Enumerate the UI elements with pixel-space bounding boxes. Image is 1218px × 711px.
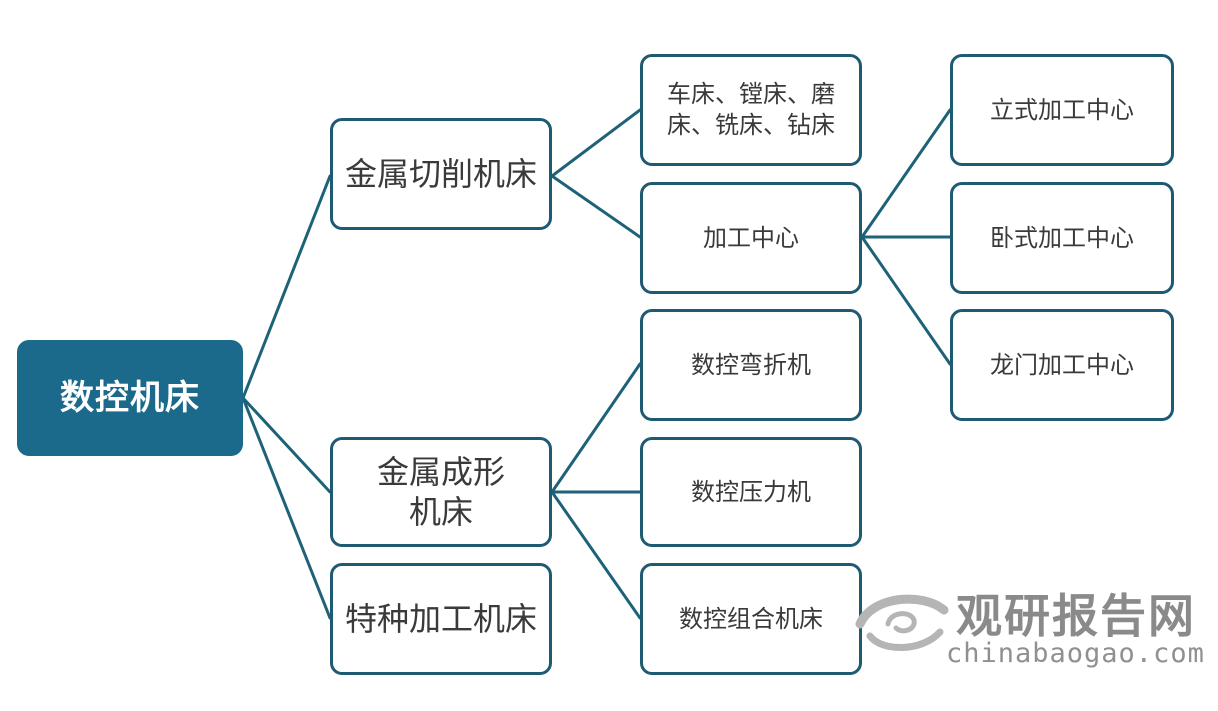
connector-root-cutting bbox=[241, 174, 332, 400]
node-gantry-center: 龙门加工中心 bbox=[950, 309, 1174, 421]
node-lathes-etc-label: 车床、镗床、磨床、铣床、钻床 bbox=[667, 79, 835, 139]
node-metal-cutting-label: 金属切削机床 bbox=[344, 155, 537, 193]
node-cnc-press: 数控压力机 bbox=[640, 437, 862, 547]
node-special-machining-label: 特种加工机床 bbox=[344, 600, 537, 638]
node-horizontal-center-label: 卧式加工中心 bbox=[990, 224, 1134, 252]
node-vertical-center-label: 立式加工中心 bbox=[990, 96, 1134, 124]
node-metal-cutting: 金属切削机床 bbox=[330, 118, 552, 230]
node-gantry-center-label: 龙门加工中心 bbox=[990, 351, 1134, 379]
swirl-logo-icon bbox=[855, 594, 949, 651]
node-cnc-combined: 数控组合机床 bbox=[640, 563, 862, 675]
connector-forming-bending bbox=[550, 362, 642, 494]
node-metal-forming: 金属成形机床 bbox=[330, 437, 552, 547]
watermark-name: 观研报告网 bbox=[956, 589, 1196, 643]
node-vertical-center: 立式加工中心 bbox=[950, 54, 1174, 166]
node-root: 数控机床 bbox=[17, 340, 243, 456]
node-horizontal-center: 卧式加工中心 bbox=[950, 182, 1174, 294]
node-cnc-bending-label: 数控弯折机 bbox=[691, 351, 811, 379]
node-special-machining: 特种加工机床 bbox=[330, 563, 552, 675]
connector-center-gantry bbox=[860, 235, 952, 366]
node-cnc-press-label: 数控压力机 bbox=[691, 478, 811, 506]
watermark: 观研报告网 chinabaogao.com bbox=[852, 578, 1212, 678]
connector-forming-combined bbox=[550, 490, 642, 620]
connector-root-forming bbox=[241, 396, 332, 494]
node-metal-forming-label: 金属成形机床 bbox=[376, 453, 505, 531]
watermark-url: chinabaogao.com bbox=[946, 638, 1205, 669]
connector-cutting-center bbox=[550, 174, 642, 239]
connector-center-vertical bbox=[860, 108, 952, 239]
node-root-label: 数控机床 bbox=[60, 377, 200, 418]
node-cnc-bending: 数控弯折机 bbox=[640, 309, 862, 421]
node-cnc-combined-label: 数控组合机床 bbox=[679, 605, 823, 633]
node-machining-center: 加工中心 bbox=[640, 182, 862, 294]
node-machining-center-label: 加工中心 bbox=[703, 224, 799, 252]
connector-cutting-lathes bbox=[550, 108, 642, 178]
node-lathes-etc: 车床、镗床、磨床、铣床、钻床 bbox=[640, 54, 862, 166]
connector-root-special bbox=[241, 396, 332, 620]
